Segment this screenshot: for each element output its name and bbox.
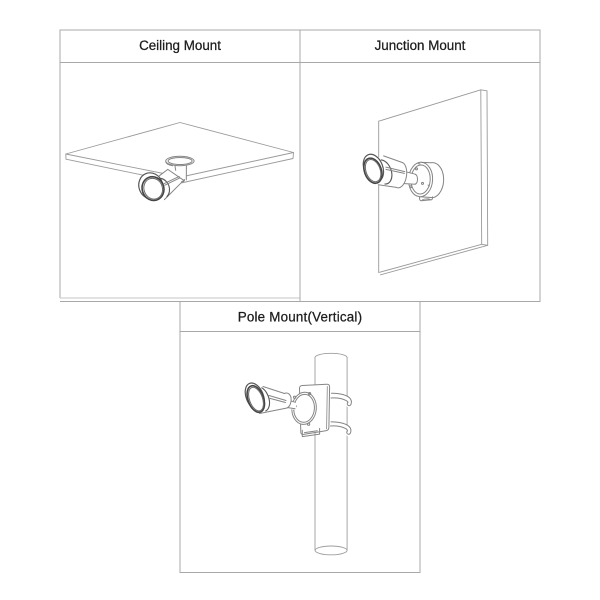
- svg-text:Ceiling Mount: Ceiling Mount: [139, 38, 221, 53]
- svg-text:Pole Mount(Vertical): Pole Mount(Vertical): [238, 310, 363, 325]
- svg-text:Junction Mount: Junction Mount: [375, 38, 466, 53]
